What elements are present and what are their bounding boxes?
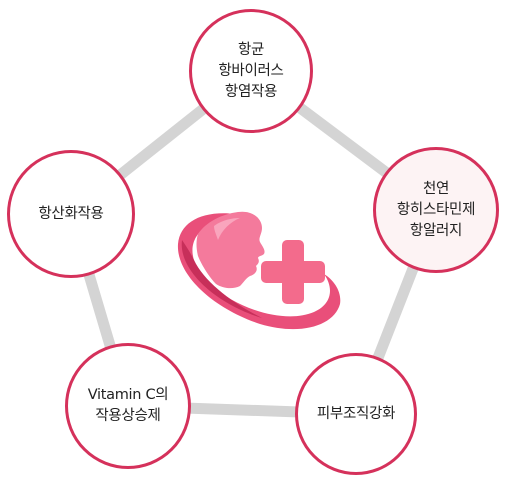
node-label: 항산화작용 [38, 204, 104, 225]
benefit-node-antihistamine: 천연 항히스타민제 항알러지 [373, 147, 499, 273]
benefit-node-antioxidant: 항산화작용 [7, 150, 135, 278]
benefit-node-antibacterial: 항균 항바이러스 항염작용 [189, 9, 313, 133]
node-label: 항균 항바이러스 항염작용 [218, 40, 284, 103]
node-line: 천연 [422, 180, 450, 197]
face-profile-icon [196, 211, 265, 289]
node-line: Vitamin C의 [87, 387, 169, 403]
node-label: Vitamin C의 작용상승제 [88, 385, 169, 427]
node-line: 항균 [237, 41, 265, 58]
logo-swoosh [177, 213, 341, 330]
face-highlight [214, 218, 240, 240]
node-label: 천연 항히스타민제 항알러지 [396, 179, 476, 242]
benefit-node-vitamin-c: Vitamin C의 작용상승제 [65, 343, 191, 469]
node-line: 항히스타민제 [396, 201, 476, 218]
node-line: 항염작용 [224, 83, 278, 100]
node-line: 항산화작용 [38, 205, 104, 222]
node-line: 항바이러스 [218, 62, 284, 79]
face-cross-logo-icon [177, 211, 341, 330]
medical-cross-icon [261, 240, 325, 304]
node-line: 피부조직강화 [316, 405, 396, 422]
benefit-node-skin-tissue: 피부조직강화 [295, 353, 417, 475]
node-label: 피부조직강화 [316, 404, 396, 425]
node-line: 항알러지 [409, 222, 463, 239]
node-line: 작용상승제 [95, 408, 161, 424]
